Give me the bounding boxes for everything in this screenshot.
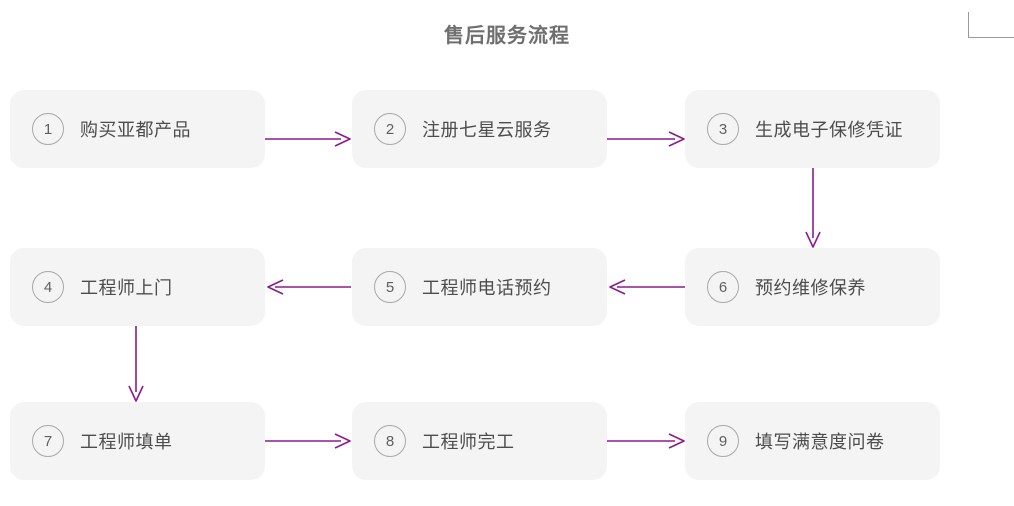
flow-node-8[interactable]: 8 工程师完工 [352,402,607,480]
flow-node-9-number: 9 [707,425,739,457]
flow-node-5-label: 工程师电话预约 [422,278,552,298]
page-title: 售后服务流程 [444,25,570,47]
flow-node-5[interactable]: 5 工程师电话预约 [352,248,607,326]
flow-node-9-label: 填写满意度问卷 [755,432,885,452]
flow-node-3-number: 3 [707,113,739,145]
flow-node-1-number: 1 [32,113,64,145]
flow-node-4[interactable]: 4 工程师上门 [10,248,265,326]
flow-node-9[interactable]: 9 填写满意度问卷 [685,402,940,480]
flow-node-1[interactable]: 1 购买亚都产品 [10,90,265,168]
flow-node-4-number: 4 [32,271,64,303]
flow-node-1-label: 购买亚都产品 [80,120,191,140]
flow-node-4-label: 工程师上门 [80,278,173,298]
flow-node-5-number: 5 [374,271,406,303]
connector-8-to-9 [607,433,685,449]
connector-6-to-5 [609,279,685,295]
flow-node-6-label: 预约维修保养 [755,278,866,298]
connector-4-to-7 [128,326,144,402]
flow-node-6[interactable]: 6 预约维修保养 [685,248,940,326]
flow-node-8-number: 8 [374,425,406,457]
flow-node-6-number: 6 [707,271,739,303]
flow-node-3[interactable]: 3 生成电子保修凭证 [685,90,940,168]
connector-5-to-4 [267,279,351,295]
flow-node-7[interactable]: 7 工程师填单 [10,402,265,480]
flow-node-7-label: 工程师填单 [80,432,173,452]
connector-2-to-3 [607,131,685,147]
flow-node-3-label: 生成电子保修凭证 [755,120,903,140]
connector-3-to-6 [805,168,821,248]
flow-node-2-label: 注册七星云服务 [422,120,552,140]
connector-1-to-2 [265,131,351,147]
flow-node-7-number: 7 [32,425,64,457]
connector-7-to-8 [265,433,351,449]
flow-node-2-number: 2 [374,113,406,145]
flow-node-8-label: 工程师完工 [422,432,515,452]
flow-node-2[interactable]: 2 注册七星云服务 [352,90,607,168]
